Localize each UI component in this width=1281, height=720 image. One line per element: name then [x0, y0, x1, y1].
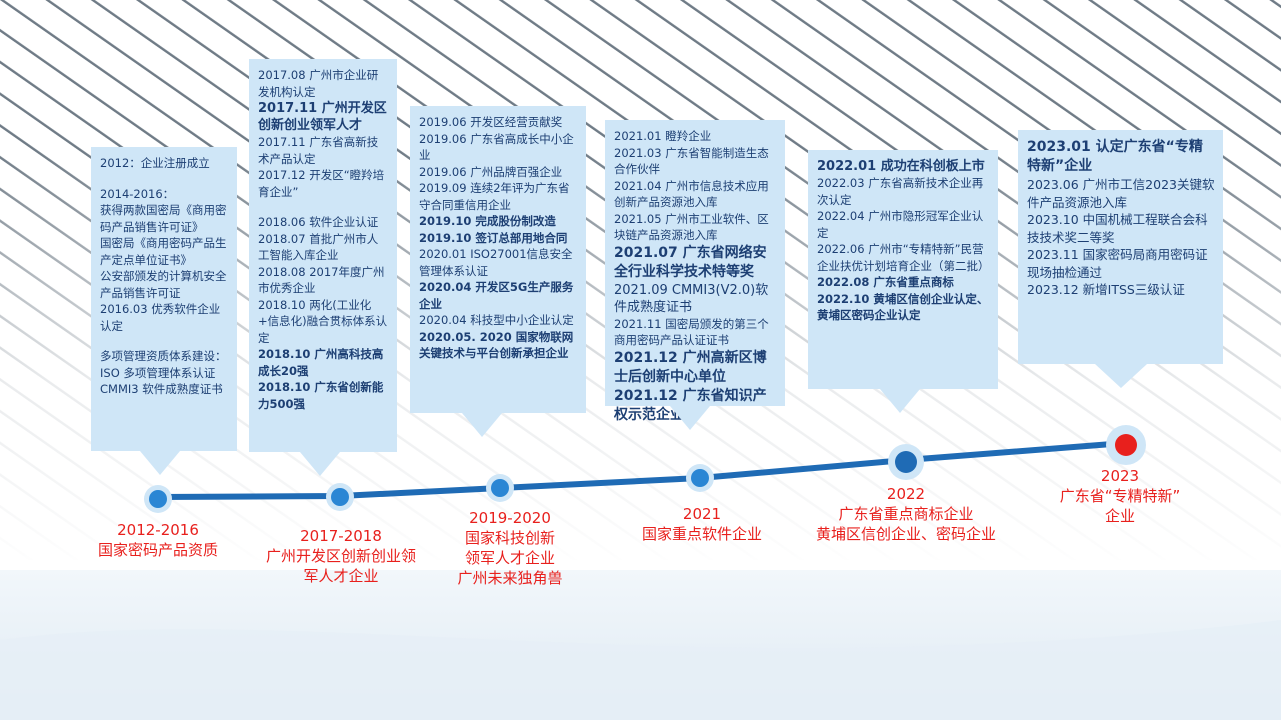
- timeline-node-2017: [326, 483, 354, 511]
- milestone-label-2012: 2012-2016 国家密码产品资质: [80, 520, 236, 560]
- card-line: 2021.11 国密局颁发的第三个商用密码产品认证证书: [614, 316, 769, 348]
- card-line: 2022.04 广州市隐形冠军企业认定: [817, 209, 984, 240]
- card-line: 2017.08 广州市企业研发机构认定: [258, 68, 379, 99]
- card-line: 2018.10 广州高科技高成长20强: [258, 347, 384, 378]
- milestone-label-2023: 2023 广东省“专精特新” 企业: [1040, 466, 1200, 526]
- card-tail-2017: [300, 452, 340, 476]
- milestone-text: 国家密码产品资质: [97, 541, 218, 559]
- card-line: 2019.06 广东省高成长中小企业: [419, 131, 574, 163]
- card-line: 2022.01 成功在科创板上市: [817, 159, 985, 174]
- card-line: 2023.06 广州市工信2023关键软件产品资源池入库: [1027, 177, 1215, 210]
- milestone-text: 广东省“专精特新”: [1059, 487, 1181, 505]
- timeline-node-2021: [686, 464, 714, 492]
- milestone-text: 国家科技创新: [464, 529, 555, 547]
- milestone-text: 广州开发区创新创业领: [265, 547, 416, 565]
- milestone-year: 2021: [682, 505, 722, 523]
- milestone-text: 军人才企业: [303, 567, 379, 585]
- card-line: 2018.10 两化(工业化+信息化)融合贯标体系认定: [258, 297, 388, 345]
- card-line: 2016.03 优秀软件企业认定: [100, 302, 221, 333]
- card-line: CMMI3 软件成熟度证书: [100, 382, 223, 396]
- card-line: 2019.10 完成股份制改造: [419, 214, 556, 228]
- card-line: 2022.10 黄埔区信创企业认定、黄埔区密码企业认定: [817, 291, 989, 323]
- milestone-text: 广州未来独角兽: [457, 569, 563, 587]
- card-line: 多项管理资质体系建设：: [100, 349, 227, 363]
- card-line: 2020.01 ISO27001信息安全管理体系认证: [419, 247, 573, 278]
- card-line: 2023.10 中国机械工程联合会科技技术奖二等奖: [1027, 212, 1208, 245]
- card-line: 2021.09 CMMI3(V2.0)软件成熟度证书: [614, 282, 769, 315]
- card-line: ISO 多项管理体系认证: [100, 365, 216, 380]
- card-line: 2020.05. 2020 国家物联网关键技术与平台创新承担企业: [419, 329, 574, 361]
- card-line: 2021.05 广州市工业软件、区块链产品资源池入库: [614, 211, 769, 243]
- card-line: 2018.07 首批广州市人工智能入库企业: [258, 231, 379, 263]
- card-line: 2020.04 开发区5G生产服务企业: [419, 280, 574, 311]
- milestone-label-2021: 2021 国家重点软件企业: [622, 504, 782, 544]
- card-line: 2012：企业注册成立: [100, 156, 210, 170]
- card-line: 2019.06 开发区经营贡献奖: [419, 115, 563, 129]
- card-line: 2021.07 广东省网络安全行业科学技术特等奖: [614, 244, 767, 280]
- card-line: 2017.11 广州开发区创新创业领军人才: [258, 101, 387, 133]
- milestone-label-2019: 2019-2020 国家科技创新领军人才企业广州未来独角兽: [430, 508, 590, 588]
- card-line: 2023.11 国家密码局商用密码证现场抽检通过: [1027, 247, 1208, 280]
- card-line: 国密局《商用密码产品生产定点单位证书》: [100, 236, 227, 267]
- card-tail-2012: [140, 451, 180, 475]
- card-line: 2019.10 签订总部用地合同: [419, 230, 568, 245]
- card-line: 公安部颁发的计算机安全产品销售许可证: [100, 269, 227, 300]
- milestone-label-2022: 2022 广东省重点商标企业黄埔区信创企业、密码企业: [806, 484, 1006, 544]
- card-line: 2022.03 广东省高新技术企业再次认定: [817, 176, 984, 207]
- card-line: 2021.01 瞪羚企业: [614, 129, 712, 143]
- card-line: 2023.01 认定广东省“专精特新”企业: [1027, 139, 1203, 174]
- milestone-text: 黄埔区信创企业、密码企业: [815, 525, 996, 543]
- milestone-year: 2022: [886, 485, 926, 503]
- milestone-year: 2012-2016: [117, 521, 199, 539]
- card-line: 2014-2016：: [100, 186, 175, 201]
- card-line: 2021.04 广州市信息技术应用创新产品资源池入库: [614, 178, 769, 210]
- milestone-text: 广东省重点商标企业: [838, 505, 974, 523]
- card-line: 2019.06 广州品牌百强企业: [419, 164, 563, 179]
- milestone-text: 企业: [1104, 507, 1135, 525]
- card-line: 获得两款国密局《商用密码产品销售许可证》: [100, 203, 227, 234]
- card-line: 2022.08 广东省重点商标: [817, 275, 954, 289]
- card-2012-2016: 2012：企业注册成立 2014-2016： 获得两款国密局《商用密码产品销售许可…: [91, 147, 237, 451]
- card-line: 2022.06 广州市“专精特新”民营企业扶优计划培育企业（第二批）: [817, 242, 990, 273]
- milestone-year: 2019-2020: [469, 509, 551, 527]
- card-line: 2018.08 2017年度广州市优秀企业: [258, 264, 385, 296]
- card-line: 2021.03 广东省智能制造生态合作伙伴: [614, 145, 769, 177]
- milestone-year: 2017-2018: [300, 527, 382, 545]
- timeline-node-2012: [144, 485, 172, 513]
- card-line: 2021.12 广州高新区博士后创新中心单位: [614, 349, 767, 385]
- card-line: 2017.12 开发区“瞪羚培育企业”: [258, 168, 385, 199]
- card-tail-2023: [1095, 364, 1147, 388]
- timeline-node-2019: [486, 474, 514, 502]
- milestone-text: 领军人才企业: [464, 549, 555, 567]
- card-tail-2019: [462, 413, 502, 437]
- card-line: 2018.06 软件企业认证: [258, 215, 379, 229]
- timeline-node-2022: [888, 444, 924, 480]
- card-tail-2021: [670, 406, 710, 430]
- milestone-label-2017: 2017-2018 广州开发区创新创业领军人才企业: [255, 526, 427, 586]
- card-line: 2019.09 连续2年评为广东省守合同重信用企业: [419, 181, 570, 212]
- milestone-year: 2023: [1100, 467, 1140, 485]
- card-line: 2017.11 广东省高新技术产品认定: [258, 135, 379, 166]
- card-line: 2018.10 广东省创新能力500强: [258, 380, 384, 411]
- card-line: 2023.12 新增ITSS三级认证: [1027, 282, 1185, 297]
- timeline-node-2023: [1106, 425, 1146, 465]
- milestone-text: 国家重点软件企业: [641, 525, 762, 543]
- card-tail-2022: [880, 389, 920, 413]
- card-line: 2020.04 科技型中小企业认定: [419, 313, 574, 327]
- card-line: 2021.12 广东省知识产权示范企业: [614, 387, 767, 423]
